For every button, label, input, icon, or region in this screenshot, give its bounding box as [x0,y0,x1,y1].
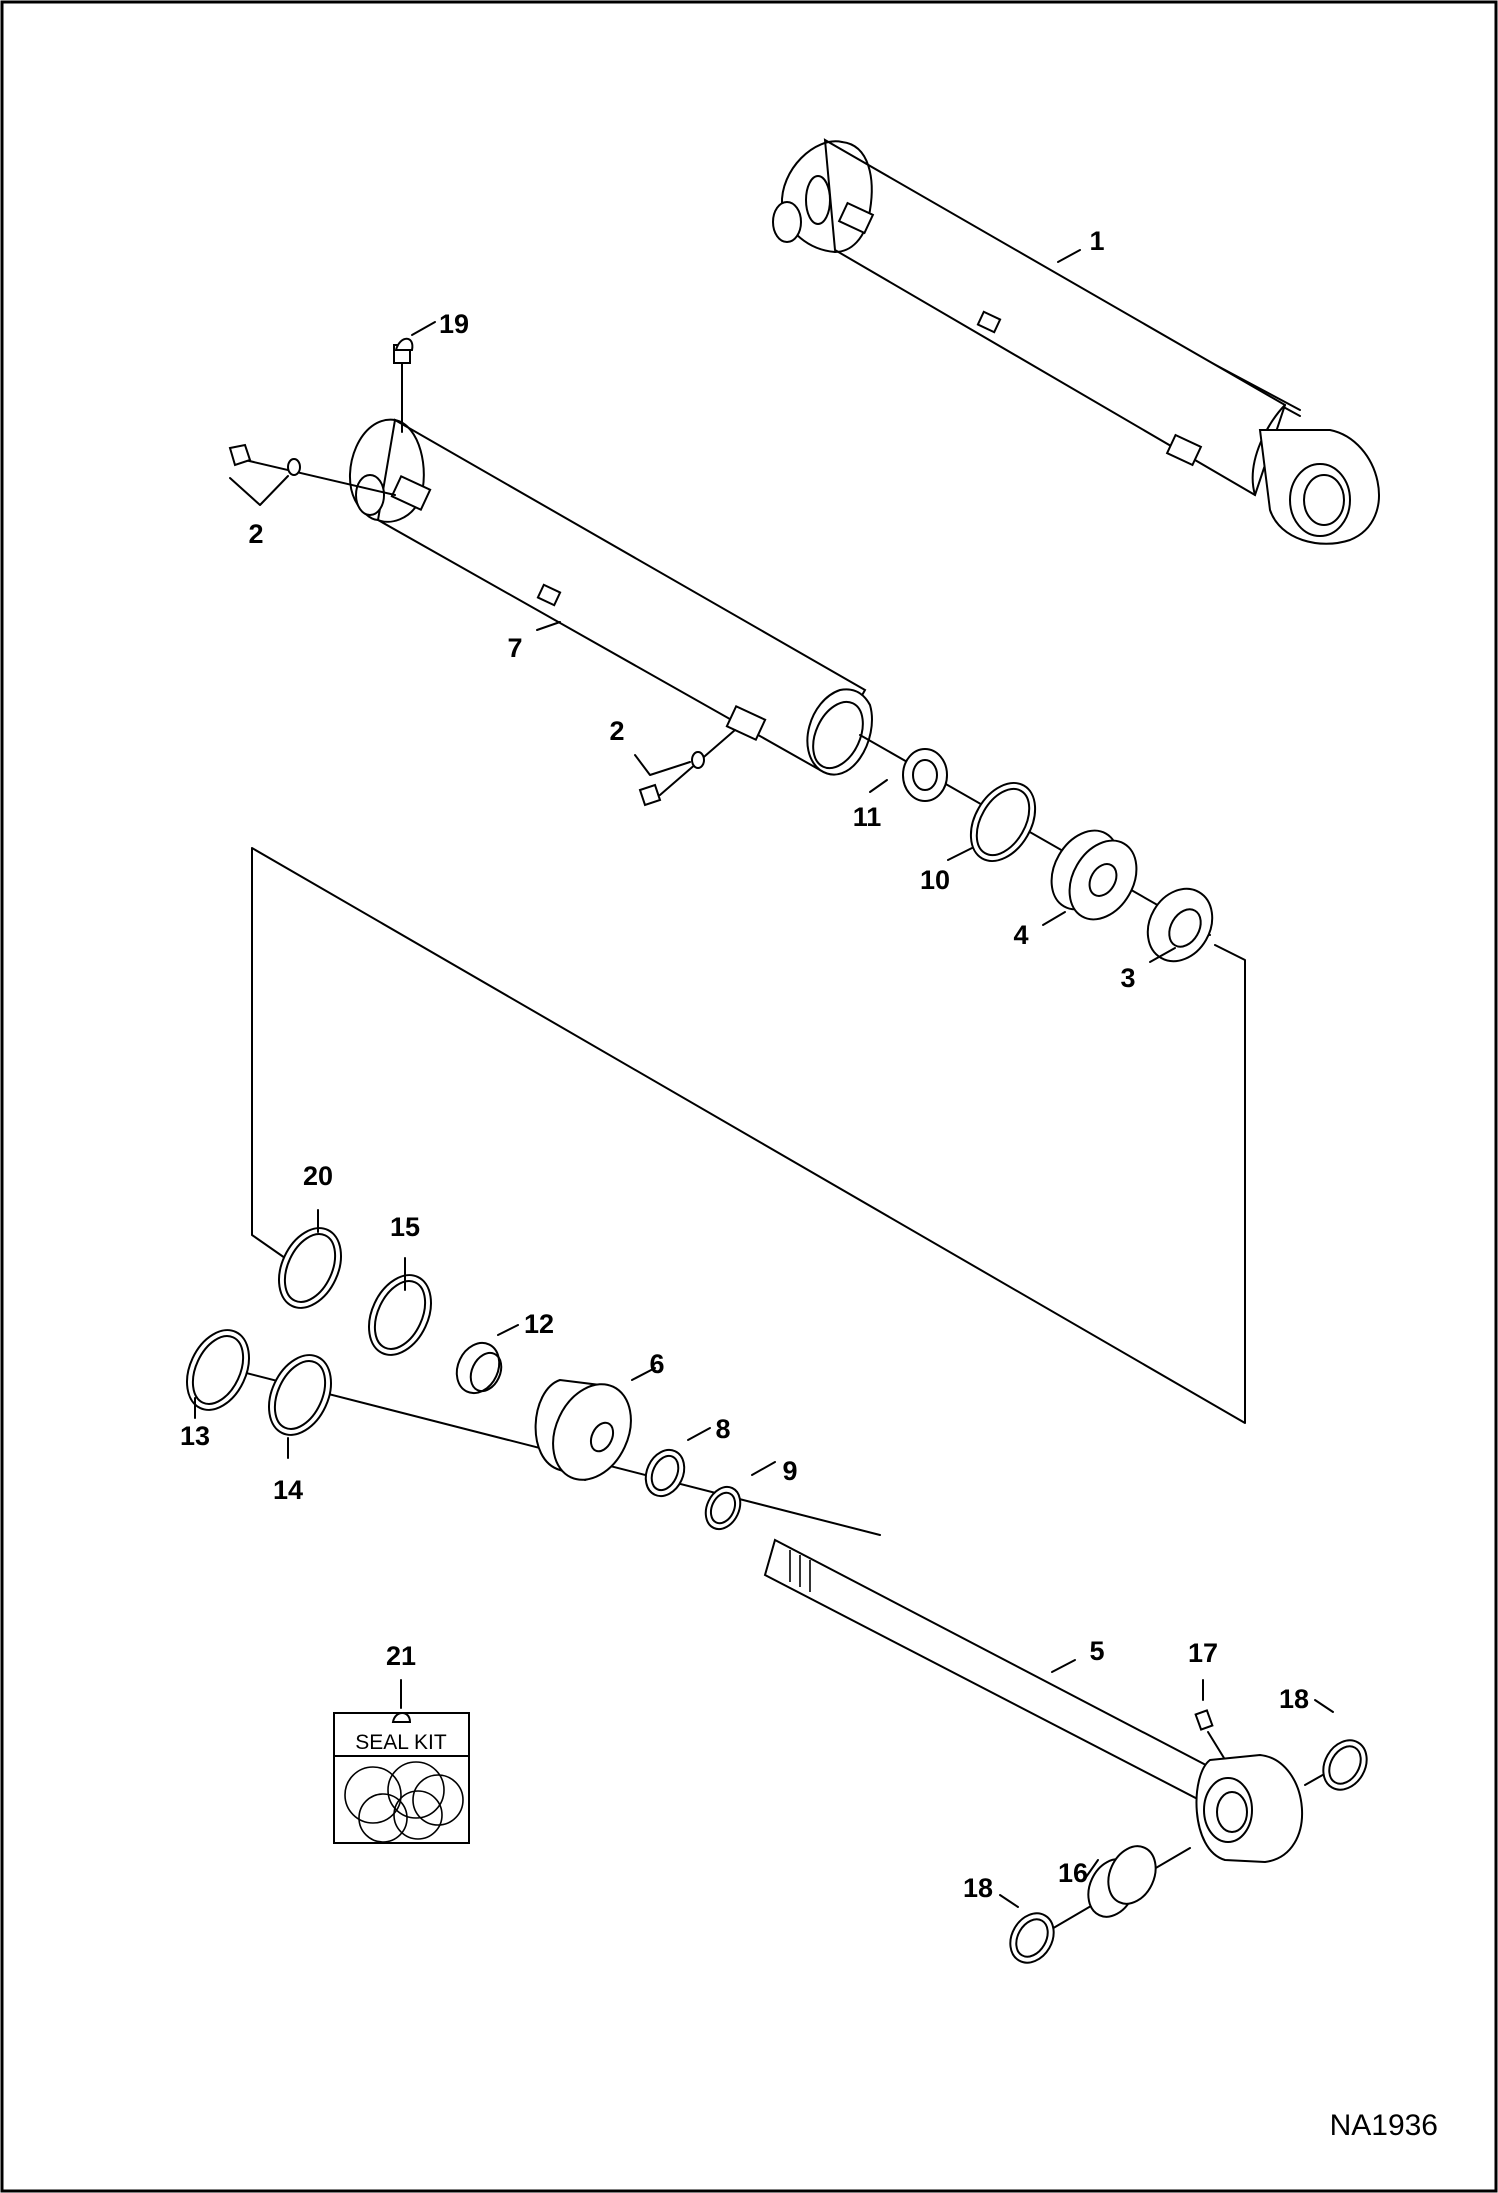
nut-and-seals [859,734,1214,963]
callout-12: 12 [524,1309,554,1339]
callout-18-lower: 18 [963,1873,993,1903]
callout-18-upper: 18 [1279,1684,1309,1714]
barrel [349,418,873,776]
group-bracket [251,847,1246,1424]
callout-1: 1 [1089,226,1104,256]
fitting-group-lower [634,729,736,807]
callouts: 1 19 2 7 2 11 10 4 3 20 15 12 6 13 14 8 … [180,226,1309,1903]
callout-9: 9 [782,1456,797,1486]
callout-leaders [194,249,1334,1908]
callout-8: 8 [715,1414,730,1444]
callout-19: 19 [439,309,469,339]
callout-13: 13 [180,1421,210,1451]
callout-16: 16 [1058,1858,1088,1888]
callout-20: 20 [303,1161,333,1191]
drawing-code: NA1936 [1330,2109,1438,2142]
callout-15: 15 [390,1212,420,1242]
callout-10: 10 [920,865,950,895]
callout-21: 21 [386,1641,416,1671]
callout-17: 17 [1188,1638,1218,1668]
rod-assembly [763,1538,1368,1964]
seal-kit-label: SEAL KIT [355,1731,447,1754]
callout-2-upper: 2 [248,519,263,549]
callout-3: 3 [1120,963,1135,993]
callout-11: 11 [853,802,882,832]
seal-kit: SEAL KIT [333,1712,470,1844]
callout-14: 14 [273,1475,303,1505]
callout-7: 7 [507,633,522,663]
callout-5: 5 [1089,1636,1104,1666]
fitting-group-upper [228,443,396,506]
gland-and-seals [186,1227,881,1536]
grease-fitting [393,337,414,433]
callout-4: 4 [1013,920,1028,950]
callout-2-lower: 2 [609,716,624,746]
callout-6: 6 [649,1349,664,1379]
assembled-cylinder [772,138,1380,545]
